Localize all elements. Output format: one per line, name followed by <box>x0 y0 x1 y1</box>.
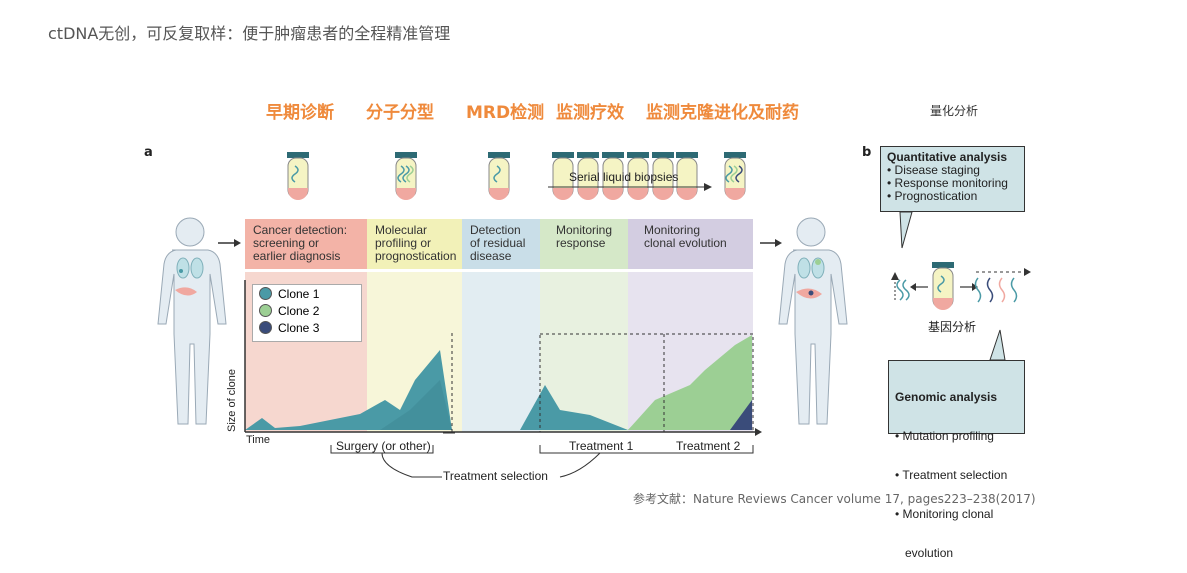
stage-clonal-evolution: 监测克隆进化及耐药 <box>646 103 799 123</box>
stage-response: 监测疗效 <box>556 103 624 123</box>
legend-label: Clone 2 <box>278 303 320 318</box>
tube-icon <box>487 151 511 201</box>
band-line: earlier diagnosis <box>253 249 341 263</box>
legend-label: Clone 3 <box>278 320 320 335</box>
figure-graphics <box>157 151 1031 478</box>
box-item: • Mutation profiling <box>895 429 994 443</box>
tube-icon <box>723 151 747 201</box>
page-title: ctDNA无创，可反复取样：便于肿瘤患者的全程精准管理 <box>48 24 451 43</box>
band-cancer-detection: Cancer detection: screening or earlier d… <box>245 219 367 269</box>
box-item: • Monitoring clonal <box>895 507 994 521</box>
box-item: • Treatment selection <box>895 468 1008 482</box>
serial-biopsies-label: Serial liquid biopsies <box>569 170 679 184</box>
reference-text: 参考文献：Nature Reviews Cancer volume 17, pa… <box>633 492 1036 506</box>
band-clonal-evolution: Monitoring clonal evolution <box>628 219 753 269</box>
panel-label-a: a <box>144 145 153 160</box>
band-line: prognostication <box>375 249 457 263</box>
band-line: response <box>556 236 606 250</box>
band-line: of residual <box>470 236 526 250</box>
band-line: clonal evolution <box>644 236 727 250</box>
x-axis-label: Time <box>246 434 271 446</box>
band-line: Monitoring <box>556 223 613 237</box>
quant-analysis-cn: 量化分析 <box>930 104 979 118</box>
quantitative-analysis-box: Quantitative analysis • Disease staging … <box>880 146 1025 212</box>
box-item: • Disease staging <box>887 163 980 177</box>
band-line: Detection <box>470 223 521 237</box>
box-item: evolution <box>895 546 954 560</box>
chart-legend: Clone 1 Clone 2 Clone 3 <box>252 284 362 342</box>
y-axis-label: Size of clone <box>226 369 238 432</box>
liver-icon <box>175 287 197 296</box>
clone-2-area <box>628 335 752 430</box>
band-line: screening or <box>253 236 320 250</box>
stage-mrd: MRD检测 <box>466 103 545 123</box>
stage-molecular-typing: 分子分型 <box>366 103 434 123</box>
treatment-2-label: Treatment 2 <box>676 439 741 453</box>
clone-2-swatch-icon <box>259 304 272 317</box>
box-item: • Prognostication <box>887 189 978 203</box>
band-line: profiling or <box>375 236 432 250</box>
band-line: Cancer detection: <box>253 223 348 237</box>
legend-item: Clone 2 <box>253 302 361 319</box>
box-item: • Response monitoring <box>887 176 1008 190</box>
legend-item: Clone 3 <box>253 319 361 336</box>
box-heading: Genomic analysis <box>895 390 998 404</box>
treatment-1-label: Treatment 1 <box>569 439 634 453</box>
patient-left-icon <box>157 217 227 425</box>
panel-label-b: b <box>862 145 872 160</box>
treatment-selection-label: Treatment selection <box>443 469 548 483</box>
band-line: Molecular <box>375 223 428 237</box>
clone-1-swatch-icon <box>259 287 272 300</box>
legend-label: Clone 1 <box>278 286 320 301</box>
tube-icon <box>931 261 955 311</box>
legend-item: Clone 1 <box>253 285 361 302</box>
band-line: Monitoring <box>644 223 701 237</box>
clone-3-area <box>730 400 752 430</box>
band-monitoring-response: Monitoring response <box>540 219 628 269</box>
band-line: disease <box>470 249 512 263</box>
surgery-label: Surgery (or other) <box>336 439 431 453</box>
tube-icon <box>394 151 418 201</box>
stage-early-diagnosis: 早期诊断 <box>266 103 334 123</box>
band-residual-disease: Detection of residual disease <box>462 219 540 269</box>
band-molecular-profiling: Molecular profiling or prognostication <box>367 219 462 269</box>
box-heading: Quantitative analysis <box>887 150 1008 164</box>
genomic-analysis-cn: 基因分析 <box>928 320 977 334</box>
genomic-analysis-box: Genomic analysis • Mutation profiling • … <box>888 360 1025 560</box>
clone-3-swatch-icon <box>259 321 272 334</box>
lung-icon <box>176 257 204 279</box>
tube-icon <box>286 151 310 201</box>
patient-right-icon <box>778 217 848 425</box>
clone-1-area <box>245 350 452 430</box>
